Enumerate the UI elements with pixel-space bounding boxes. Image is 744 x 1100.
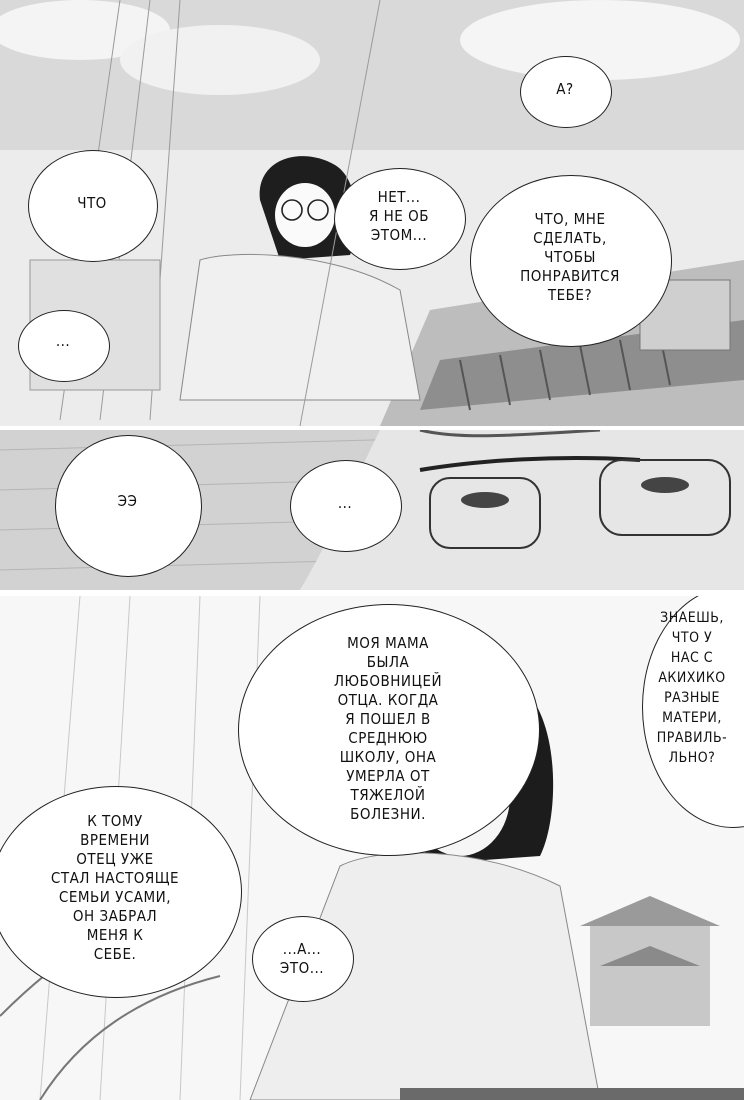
bottom-edge-strip bbox=[400, 1088, 744, 1100]
speech-text-znaesh: ЗНАЕШЬ, ЧТО У НАС С АКИХИКО РАЗНЫЕ МАТЕР… bbox=[656, 610, 728, 766]
speech-bubble-k-tomu bbox=[0, 786, 242, 998]
speech-bubble-net bbox=[334, 168, 466, 270]
gutter-1 bbox=[0, 426, 744, 430]
speech-text-ellipsis-1: ... bbox=[55, 332, 71, 350]
speech-text-ellipsis-2: ... bbox=[337, 494, 353, 512]
speech-bubble-ellipsis-2 bbox=[290, 460, 402, 552]
speech-bubble-chto bbox=[28, 150, 158, 262]
speech-text-net: НЕТ... Я НЕ ОБ ЭТОМ... bbox=[369, 188, 429, 244]
speech-text-ee: ЭЭ bbox=[117, 492, 138, 510]
speech-text-k-tomu: К ТОМУ ВРЕМЕНИ ОТЕЦ УЖЕ СТАЛ НАСТОЯЩЕ СЕ… bbox=[50, 812, 180, 963]
speech-bubble-moya-mama bbox=[238, 604, 540, 856]
speech-text-moya-mama: МОЯ МАМА БЫЛА ЛЮБОВНИЦЕЙ ОТЦА. КОГДА Я П… bbox=[333, 634, 443, 823]
speech-text-chto-mne: ЧТО, МНЕ СДЕЛАТЬ, ЧТОБЫ ПОНРАВИТСЯ ТЕБЕ? bbox=[520, 210, 620, 304]
panel-bottom: ЗНАЕШЬ, ЧТО У НАС С АКИХИКО РАЗНЫЕ МАТЕР… bbox=[0, 596, 744, 1100]
speech-text-a: А? bbox=[556, 80, 574, 98]
speech-bubble-ellipsis-1 bbox=[18, 310, 110, 382]
speech-bubble-a-eto bbox=[252, 916, 354, 1002]
speech-text-a-eto: ...А... ЭТО... bbox=[279, 940, 325, 977]
speech-bubble-ee bbox=[55, 435, 202, 577]
panel-middle: ЭЭ ... bbox=[0, 430, 744, 590]
speech-bubble-chto-mne bbox=[470, 175, 672, 347]
speech-text-chto: ЧТО bbox=[77, 194, 107, 212]
panel-top: А? ЧТО НЕТ... Я НЕ ОБ ЭТОМ... ЧТО, МНЕ С… bbox=[0, 0, 744, 426]
speech-bubble-a bbox=[520, 56, 612, 128]
gutter-2 bbox=[0, 590, 744, 596]
